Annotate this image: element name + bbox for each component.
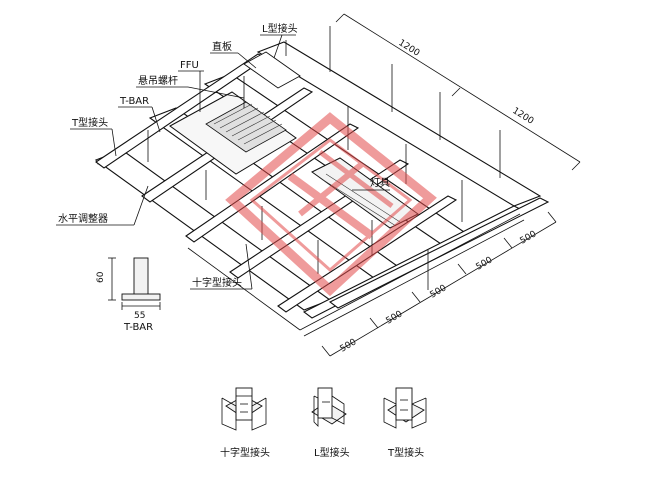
watermark-stamp (225, 112, 437, 297)
joint-cross: 十字型接头 (220, 387, 270, 459)
label-cross-joint: 十字型接头 (192, 276, 242, 289)
dim-side-3: 500 (429, 283, 449, 300)
dim-top-1: 1200 (396, 38, 421, 59)
joint-cross-caption: 十字型接头 (220, 446, 270, 459)
label-leveler: 水平调整器 (58, 212, 108, 225)
label-hanger: 悬吊螺杆 (138, 75, 178, 87)
label-lamp: 灯具 (370, 177, 390, 189)
dim-top-2: 1200 (510, 106, 535, 127)
label-tbar: T-BAR (119, 96, 149, 107)
beam-row-4 (256, 41, 542, 207)
ffu-grille (213, 103, 283, 145)
section-width: 55 (134, 311, 145, 321)
beam-col-7 (328, 197, 550, 309)
label-panel: 直板 (212, 40, 232, 53)
panel (243, 51, 301, 89)
label-t-joint: T型接头 (71, 116, 108, 129)
section-height: 60 (96, 271, 106, 283)
dim-side-4: 500 (475, 255, 495, 272)
label-l-joint: L型接头 (262, 22, 298, 35)
dim-side-2: 500 (385, 309, 405, 326)
ffu-unit (169, 91, 297, 175)
callouts: L型接头 直板 FFU 悬吊螺杆 T-BAR T型接头 水平调整器 灯具 十字型… (56, 22, 390, 290)
dim-side-1: 500 (339, 337, 359, 354)
section-caption: T-BAR (123, 322, 153, 333)
joint-l: L型接头 (311, 387, 350, 459)
joint-t: T型接头 (383, 387, 427, 459)
tbar-section: 60 55 T-BAR (96, 257, 161, 333)
dim-side-5: 500 (519, 229, 539, 246)
joint-l-caption: L型接头 (314, 446, 350, 459)
label-ffu: FFU (180, 60, 199, 71)
joint-t-caption: T型接头 (387, 446, 424, 459)
